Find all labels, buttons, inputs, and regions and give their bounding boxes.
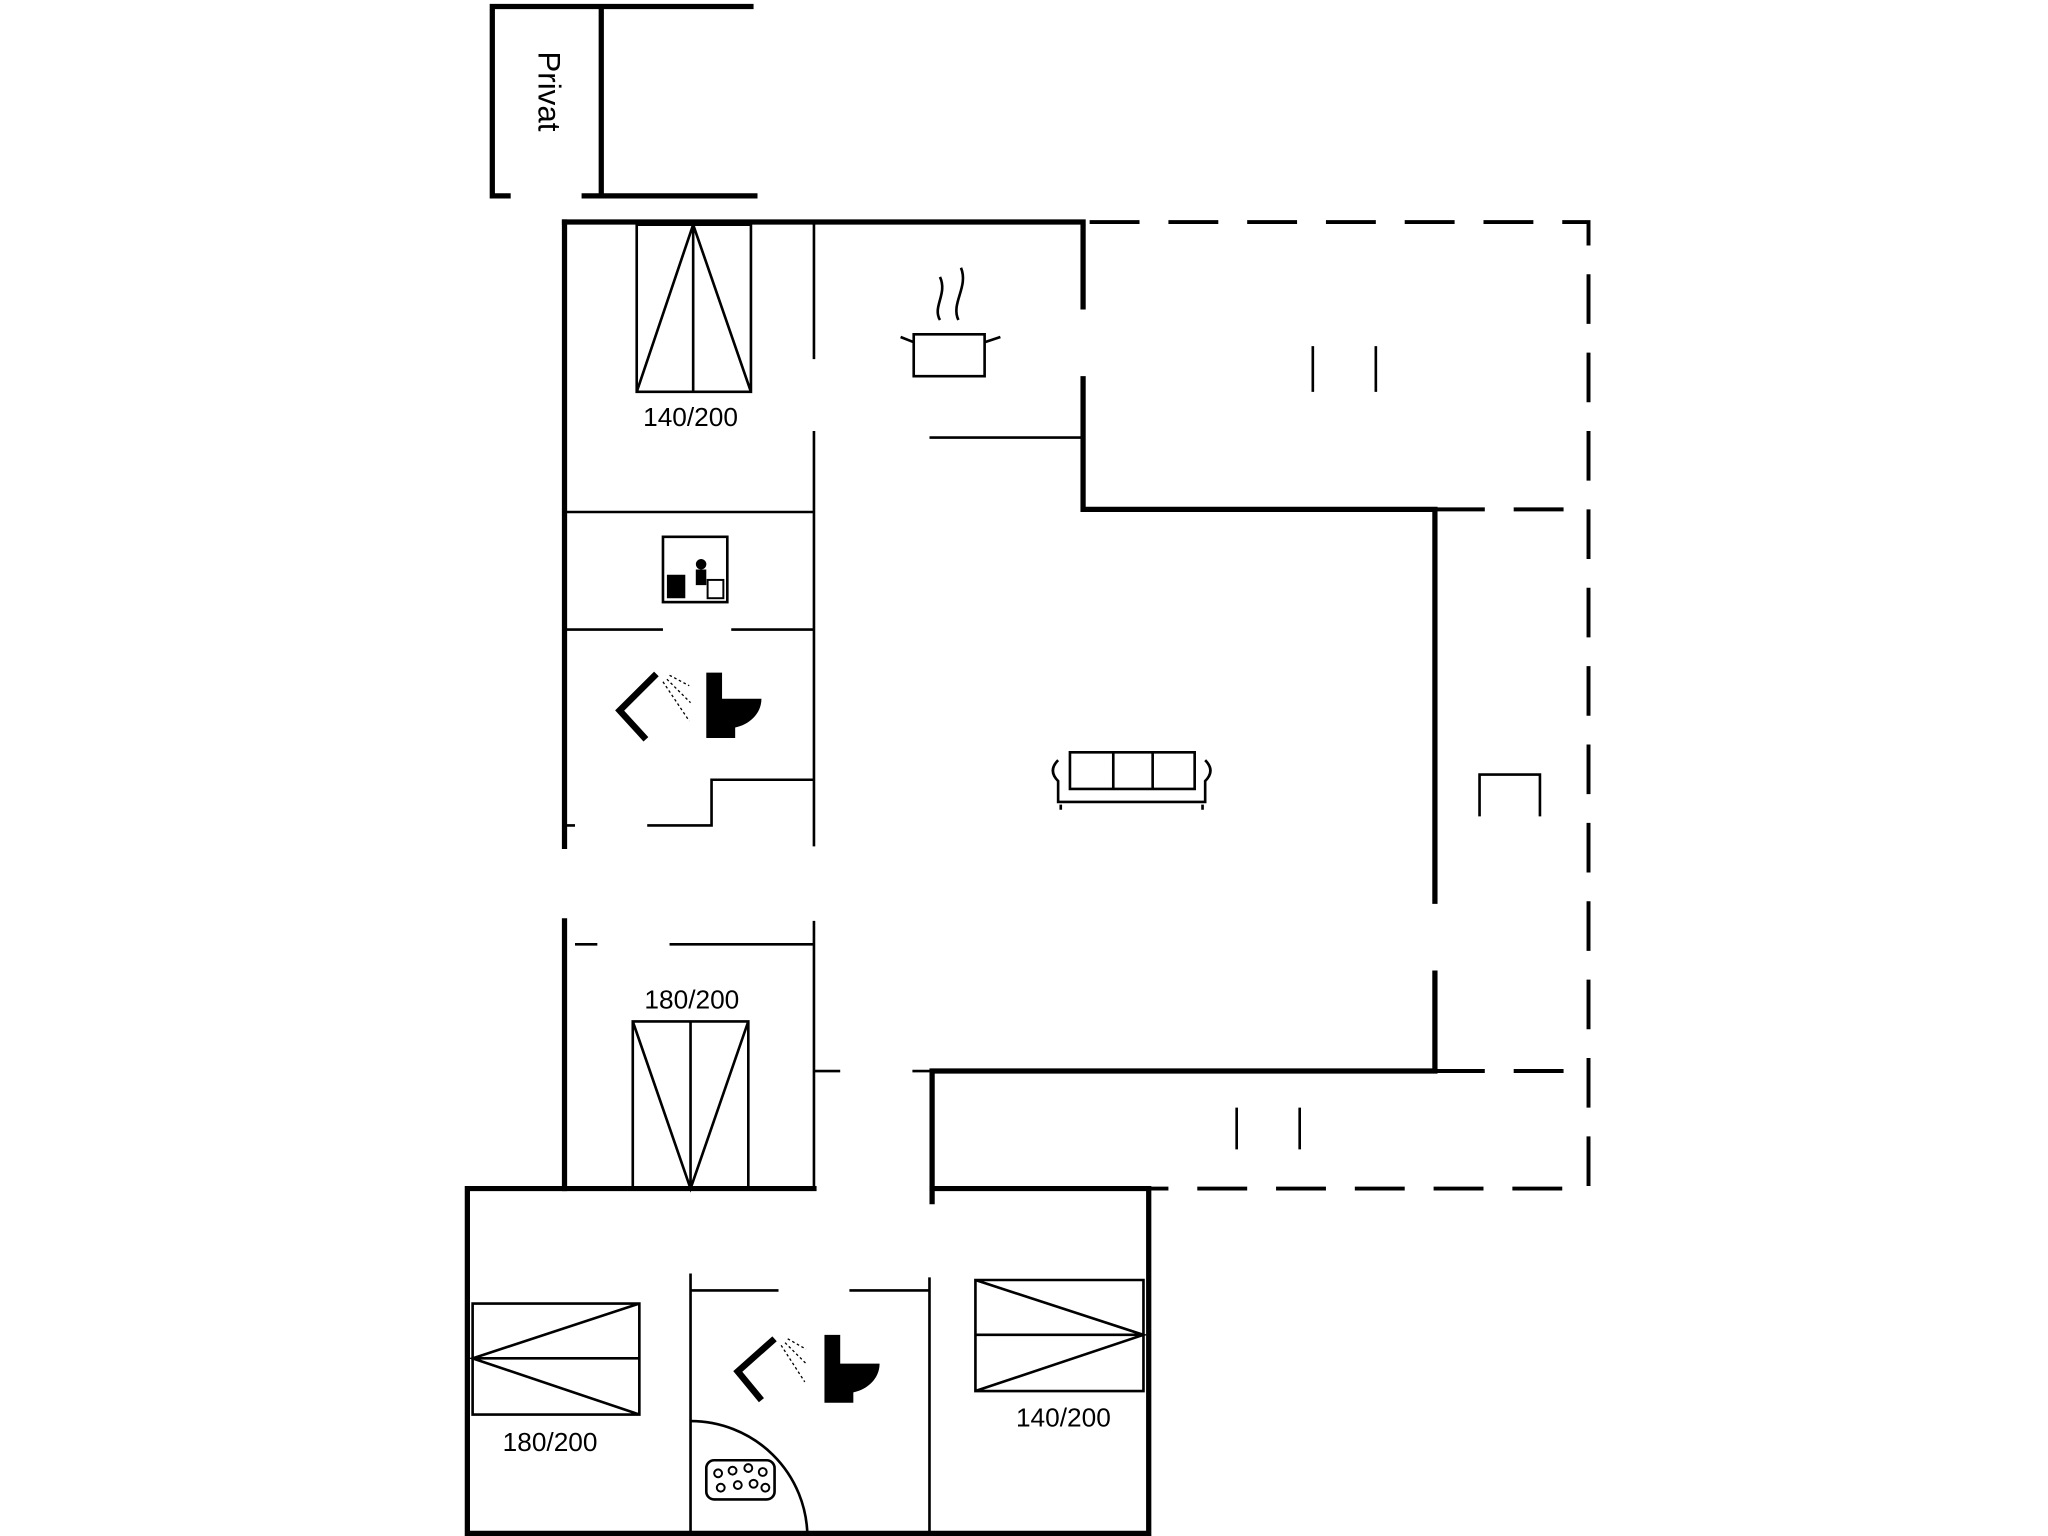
walls <box>464 219 1438 1536</box>
bed-size-label: 180/200 <box>503 1427 598 1457</box>
terrace-outline <box>1089 220 1591 1191</box>
privat-label: Privat <box>531 51 566 131</box>
bed-1: 140/200 <box>635 220 753 432</box>
bed-3: 180/200 <box>468 1302 641 1457</box>
shower-icon <box>615 671 692 742</box>
toilet-icon <box>824 1334 880 1403</box>
sauna-icon <box>661 535 729 604</box>
bed-size-label: 140/200 <box>643 402 738 432</box>
privat-area: Privat <box>489 3 758 199</box>
bed-4: 140/200 <box>974 1278 1148 1432</box>
bed-2: 180/200 <box>631 984 750 1193</box>
sofa-icon <box>1051 751 1212 810</box>
bed-size-label: 140/200 <box>1016 1402 1111 1432</box>
shower-icon <box>733 1336 807 1403</box>
toilet-icon <box>706 672 762 738</box>
cooking-pot-icon <box>900 267 1001 378</box>
bed-size-label: 180/200 <box>644 984 739 1014</box>
jacuzzi-icon <box>704 1458 776 1501</box>
